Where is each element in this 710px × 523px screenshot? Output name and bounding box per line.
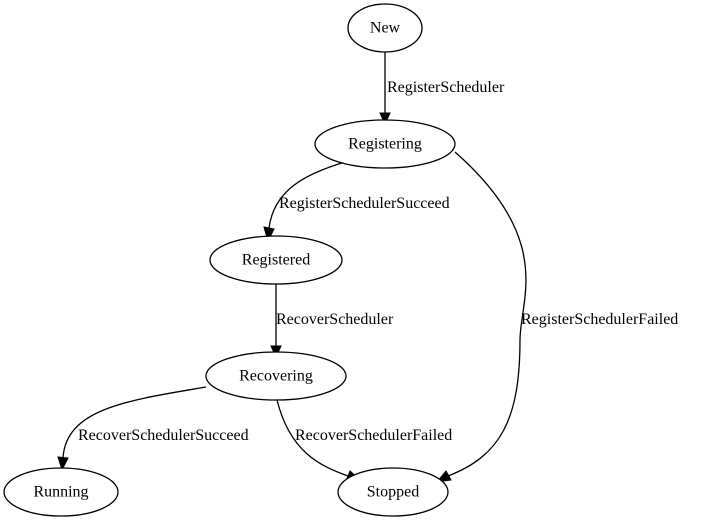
node-label-registering: Registering: [348, 136, 422, 153]
edge-registered-recovering: RecoverScheduler: [270, 284, 394, 359]
node-label-recovering: Recovering: [239, 368, 313, 385]
edge-label-recover-scheduler: RecoverScheduler: [276, 311, 394, 328]
edge-new-registering: RegisterScheduler: [379, 52, 505, 126]
node-label-registered: Registered: [242, 252, 310, 269]
edge-registering-registered: RegisterSchedulerSucceed: [263, 161, 450, 243]
node-label-new: New: [370, 20, 401, 37]
node-stopped: Stopped: [337, 467, 449, 517]
edge-label-register-scheduler-failed: RegisterSchedulerFailed: [521, 311, 678, 328]
node-recovering: Recovering: [205, 351, 347, 401]
node-registering: Registering: [314, 119, 456, 169]
edge-label-register-scheduler: RegisterScheduler: [387, 79, 505, 96]
node-label-stopped: Stopped: [367, 484, 419, 501]
edge-recovering-stopped: RecoverSchedulerFailed: [276, 399, 452, 482]
edge-registering-stopped: RegisterSchedulerFailed: [435, 151, 678, 483]
edge-label-register-scheduler-succeed: RegisterSchedulerSucceed: [279, 195, 450, 212]
edge-label-recover-scheduler-failed: RecoverSchedulerFailed: [295, 427, 452, 444]
node-running: Running: [3, 467, 119, 517]
edge-label-recover-scheduler-succeed: RecoverSchedulerSucceed: [78, 427, 249, 444]
node-new: New: [347, 3, 423, 53]
node-registered: Registered: [209, 235, 343, 285]
edge-recovering-running: RecoverSchedulerSucceed: [57, 386, 249, 472]
node-label-running: Running: [33, 484, 88, 501]
